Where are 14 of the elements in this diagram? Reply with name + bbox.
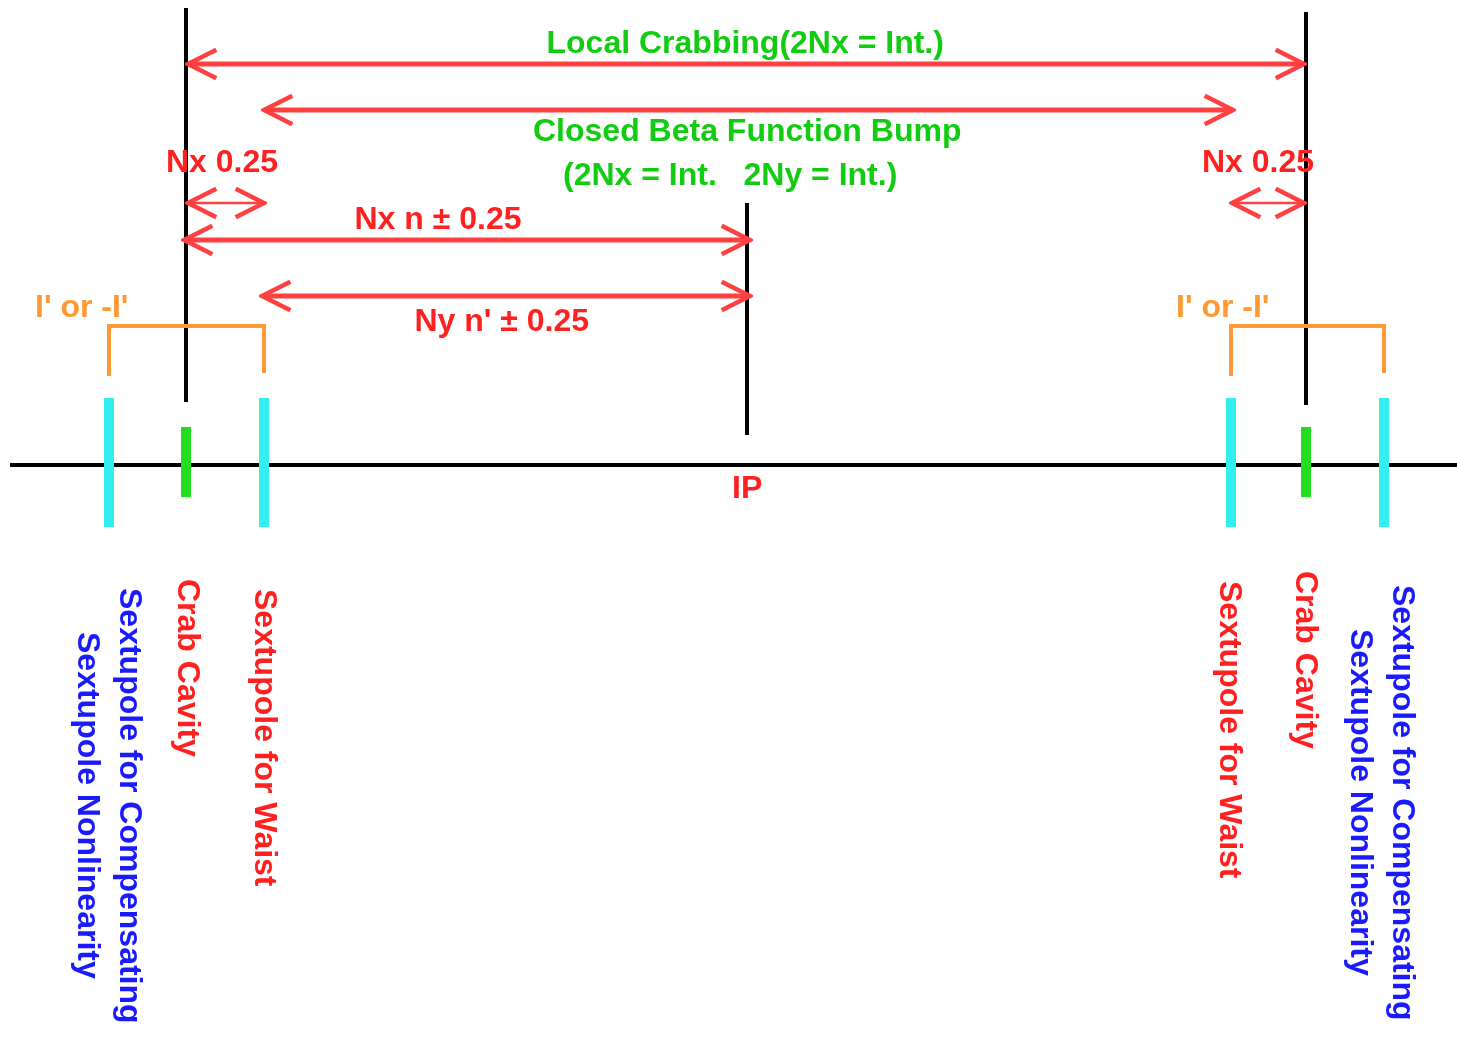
- phase-advance-label: Nx n ± 0.25: [354, 202, 522, 234]
- condition-label: Closed Beta Function Bump: [533, 114, 962, 146]
- condition-label: (2Nx = Int. 2Ny = Int.): [563, 158, 898, 190]
- element-label: Crab Cavity: [1288, 570, 1326, 751]
- transfer-label: I' or -I': [35, 290, 129, 322]
- element-label: Sextupole for Waist: [247, 588, 285, 889]
- element-label: Sextupole for Compensating Sextupole Nonlinearity: [70, 586, 150, 1026]
- phase-advance-label: Ny n' ± 0.25: [414, 304, 590, 336]
- condition-label: Local Crabbing(2Nx = Int.): [546, 26, 944, 58]
- element-label: Sextupole for Compensating Sextupole Nonlinearity: [1343, 583, 1423, 1023]
- ip-label: IP: [732, 471, 763, 503]
- transfer-label: I' or -I': [1176, 290, 1270, 322]
- element-label: Crab Cavity: [170, 578, 208, 759]
- element-label: Sextupole for Waist: [1212, 580, 1250, 881]
